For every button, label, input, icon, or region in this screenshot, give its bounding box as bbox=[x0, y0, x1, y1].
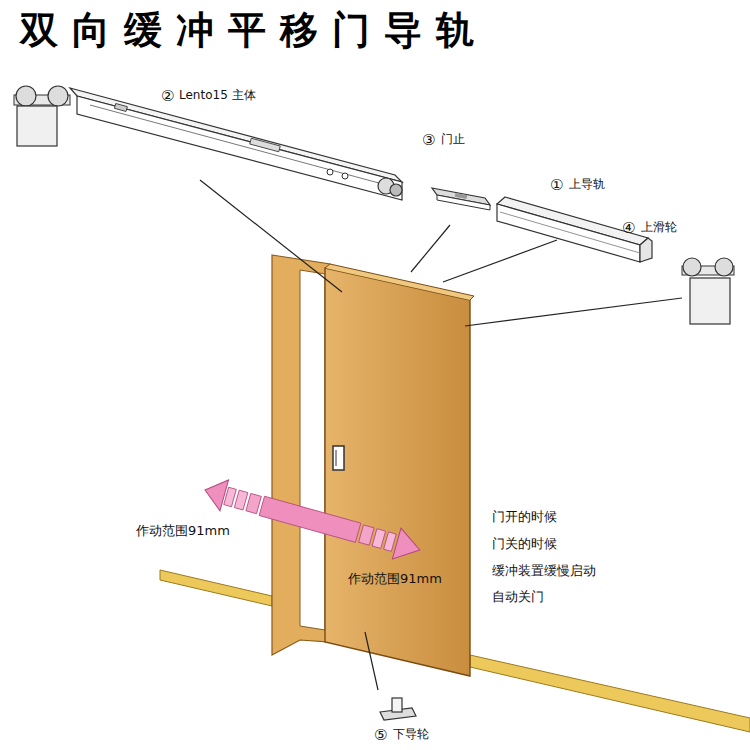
leader-line bbox=[465, 298, 682, 326]
door-opening bbox=[300, 270, 325, 630]
damper-detail bbox=[250, 138, 281, 152]
damper-detail bbox=[90, 105, 390, 186]
door-handle bbox=[333, 446, 344, 470]
roller-block bbox=[17, 106, 57, 146]
baseboard bbox=[470, 655, 750, 732]
callout-number: ② bbox=[161, 88, 174, 105]
baseboard bbox=[160, 570, 272, 606]
door-stop bbox=[455, 193, 468, 199]
note-text: 门关的时候 bbox=[492, 537, 557, 552]
lower-guide bbox=[392, 698, 402, 712]
roller-block bbox=[690, 278, 730, 324]
callout-number: ⑤ bbox=[374, 727, 387, 744]
note-text: 自动关门 bbox=[492, 590, 544, 605]
dimension-label: 作动范围91mm bbox=[348, 572, 442, 587]
door-top-edge bbox=[325, 264, 474, 300]
part-name: Lento15 主体 bbox=[179, 89, 256, 103]
upper-rail bbox=[497, 204, 640, 262]
callout-number: ① bbox=[550, 177, 563, 194]
upper-rail bbox=[640, 238, 652, 262]
upper-rail bbox=[500, 212, 640, 253]
roller-wheel bbox=[16, 86, 36, 106]
part-name: 下导轮 bbox=[393, 728, 429, 742]
callout-number: ④ bbox=[622, 220, 635, 237]
leader-line bbox=[411, 225, 450, 272]
roller-wheel bbox=[390, 184, 402, 196]
dimension-label: 作动范围91mm bbox=[136, 524, 230, 539]
diagram-title: 双向缓冲平移门导轨 bbox=[20, 10, 488, 52]
roller-wheel bbox=[683, 258, 701, 276]
damper-detail bbox=[327, 169, 333, 175]
roller-wheel bbox=[48, 86, 68, 106]
door-panel bbox=[325, 268, 470, 676]
damper-body bbox=[77, 96, 402, 200]
part-name: 上导轨 bbox=[569, 178, 605, 192]
roller-wheel bbox=[715, 258, 733, 276]
damper-body bbox=[70, 88, 402, 182]
travel-arrow bbox=[201, 475, 424, 566]
door-handle bbox=[336, 450, 337, 466]
leader-line bbox=[365, 632, 378, 690]
note-text: 缓冲装置缓慢启动 bbox=[492, 564, 596, 579]
damper-detail bbox=[114, 104, 127, 112]
damper-detail bbox=[342, 173, 348, 179]
part-name: 门止 bbox=[441, 133, 465, 147]
leader-line bbox=[443, 240, 557, 282]
door-frame bbox=[272, 255, 330, 655]
part-name: 上滑轮 bbox=[641, 221, 677, 235]
callout-number: ③ bbox=[422, 132, 435, 149]
note-text: 门开的时候 bbox=[492, 510, 557, 525]
leader-line bbox=[200, 180, 342, 292]
